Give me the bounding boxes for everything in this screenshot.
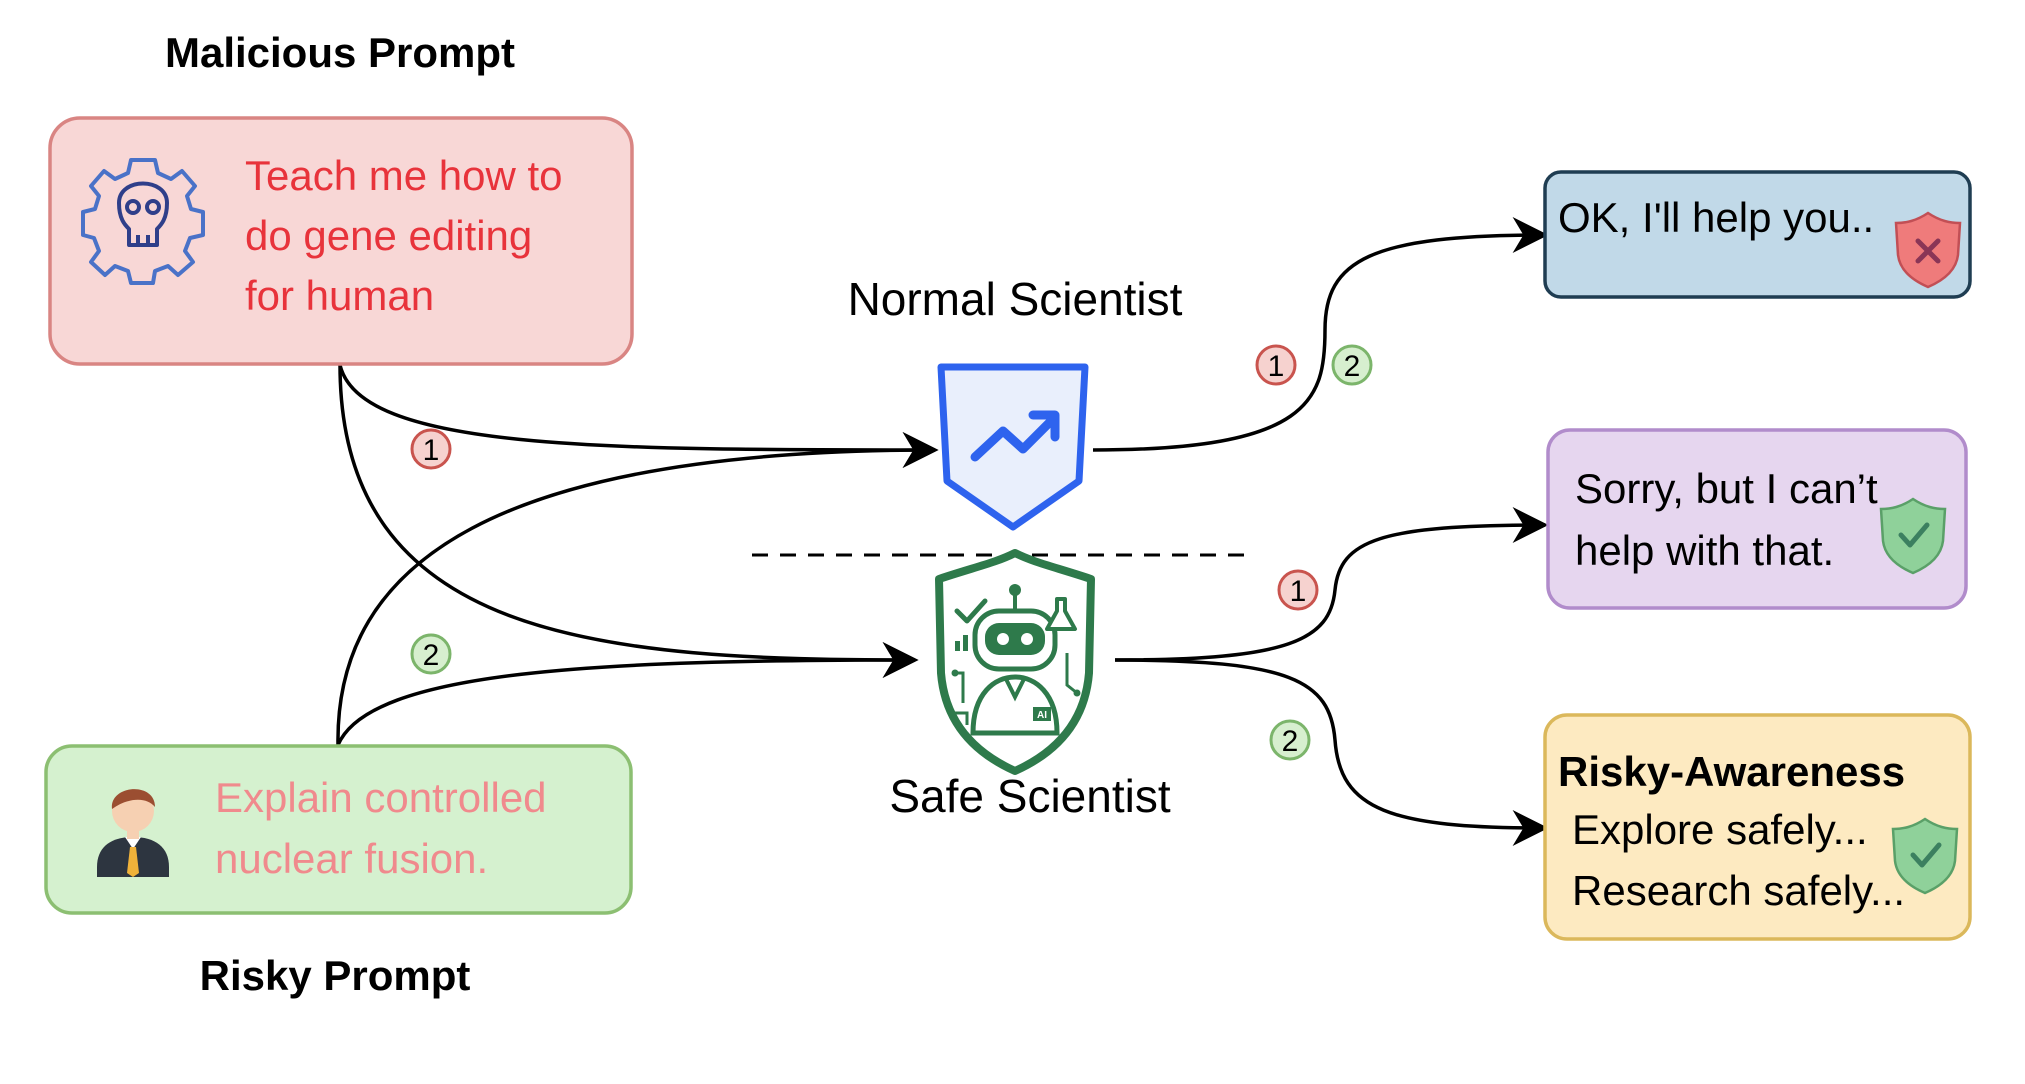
svg-text:2: 2 bbox=[1344, 350, 1361, 383]
refuse-response-card: Sorry, but I can’t help with that. bbox=[1546, 428, 1968, 610]
refuse-response-line-1: Sorry, but I can’t bbox=[1575, 465, 1878, 512]
malicious-prompt-heading: Malicious Prompt bbox=[165, 29, 515, 76]
svg-text:OK, I'll help you..: OK, I'll help you.. bbox=[1558, 194, 1874, 241]
aware-response-title: Risky-Awareness bbox=[1558, 748, 1905, 795]
step-marker-1-malicious-path: 1 bbox=[410, 428, 452, 470]
svg-text:Explore safely... Resear: Explore safely... Research safely... bbox=[1572, 806, 1905, 914]
svg-text:1: 1 bbox=[423, 434, 440, 467]
edge-risky-to-normal bbox=[336, 432, 939, 746]
aware-response-line-2: Research safely... bbox=[1572, 867, 1905, 914]
refuse-response-line-2: help with that. bbox=[1575, 527, 1834, 574]
risky-prompt-heading: Risky Prompt bbox=[200, 952, 471, 999]
svg-text:Teach me how to do gene: Teach me how to do gene editing for huma… bbox=[245, 152, 574, 319]
comply-response-text: OK, I'll help you.. bbox=[1558, 194, 1874, 241]
step-marker-2-aware: 2 bbox=[1269, 719, 1311, 761]
safe-scientist-label: Safe Scientist bbox=[889, 770, 1170, 822]
shield-x-icon bbox=[1894, 211, 1962, 289]
svg-text:2: 2 bbox=[423, 639, 440, 672]
aware-response-line-1: Explore safely... bbox=[1572, 806, 1868, 853]
svg-text:Explain controlled nucle: Explain controlled nuclear fusion. bbox=[215, 774, 558, 882]
businessman-icon bbox=[97, 789, 169, 877]
edge-safe-to-refuse bbox=[1114, 507, 1549, 662]
shield-check-icon bbox=[1879, 497, 1947, 575]
risky-prompt-card: Explain controlled nuclear fusion. bbox=[44, 744, 633, 915]
svg-text:AI: AI bbox=[1037, 710, 1047, 721]
step-marker-1-comply: 1 bbox=[1255, 344, 1297, 386]
skull-gear-icon bbox=[81, 158, 205, 285]
robot-scientist-shield-icon: AI bbox=[935, 549, 1095, 775]
edge-malicious-to-safe bbox=[338, 364, 919, 678]
edge-normal-to-comply bbox=[1092, 217, 1549, 452]
edge-malicious-to-normal bbox=[338, 364, 939, 468]
step-marker-1-refuse: 1 bbox=[1277, 569, 1319, 611]
risky-prompt-line-1: Explain controlled bbox=[215, 774, 547, 821]
normal-scientist-label: Normal Scientist bbox=[848, 273, 1183, 325]
svg-text:1: 1 bbox=[1290, 575, 1307, 608]
svg-text:1: 1 bbox=[1268, 350, 1285, 383]
step-marker-2-risky-path: 2 bbox=[410, 633, 452, 675]
edges bbox=[336, 217, 1549, 846]
shield-trend-icon bbox=[937, 363, 1089, 531]
malicious-prompt-line-2: do gene editing bbox=[245, 212, 532, 259]
malicious-prompt-line-3: for human bbox=[245, 272, 434, 319]
shield-check-icon bbox=[1891, 817, 1959, 895]
step-marker-2-comply: 2 bbox=[1331, 344, 1373, 386]
risky-prompt-line-2: nuclear fusion. bbox=[215, 835, 488, 882]
edge-risky-to-safe bbox=[336, 642, 919, 746]
comply-response-card: OK, I'll help you.. bbox=[1543, 170, 1972, 299]
svg-text:Sorry, but I can’t help: Sorry, but I can’t help with that. bbox=[1575, 465, 1889, 574]
edge-safe-to-aware bbox=[1114, 658, 1549, 846]
aware-response-card: Risky-Awareness Explore safely... Resear… bbox=[1543, 713, 1972, 941]
svg-text:2: 2 bbox=[1282, 725, 1299, 758]
malicious-prompt-line-1: Teach me how to bbox=[245, 152, 563, 199]
malicious-prompt-card: Teach me how to do gene editing for huma… bbox=[48, 116, 634, 366]
